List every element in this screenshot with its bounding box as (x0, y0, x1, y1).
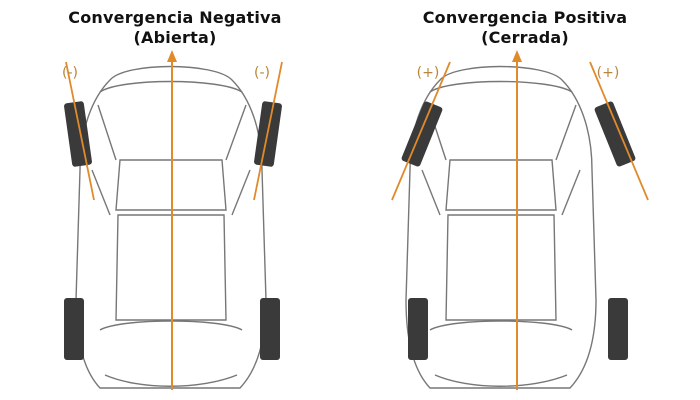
right-sign-text: (+) (597, 65, 620, 81)
rear-left-wheel (64, 298, 84, 360)
positive-toe-panel: Convergencia Positiva (Cerrada) (+) (350, 0, 700, 400)
positive-toe-title-line2: (Cerrada) (481, 28, 569, 47)
front-left-wheel: (+) (391, 61, 451, 201)
rear-right-wheel (260, 298, 280, 360)
left-sign-text: (+) (417, 65, 440, 81)
center-axis-arrow (167, 50, 177, 390)
front-right-wheel: (-) (253, 61, 283, 201)
left-sign-text: (-) (62, 65, 78, 81)
front-right-wheel: (+) (589, 61, 649, 201)
rear-right-wheel (608, 298, 628, 360)
negative-toe-title-line1: Convergencia Negativa (68, 8, 282, 27)
car-body-outline (405, 65, 597, 389)
right-sign-text: (-) (254, 65, 270, 81)
positive-toe-car-diagram: (+) (+) (391, 50, 649, 390)
negative-toe-car-diagram: (-) (-) (62, 50, 283, 390)
center-axis-arrow (512, 50, 522, 390)
car-body-outline (75, 65, 267, 389)
negative-toe-title-line2: (Abierta) (133, 28, 217, 47)
rear-left-wheel (408, 298, 428, 360)
negative-toe-panel: Convergencia Negativa (Abierta) (-) (0, 8, 350, 390)
positive-toe-title-line1: Convergencia Positiva (422, 8, 628, 27)
front-left-wheel: (-) (62, 61, 95, 201)
negative-toe-title: Convergencia Negativa (Abierta) (0, 8, 350, 48)
positive-toe-title: Convergencia Positiva (Cerrada) (350, 8, 700, 48)
